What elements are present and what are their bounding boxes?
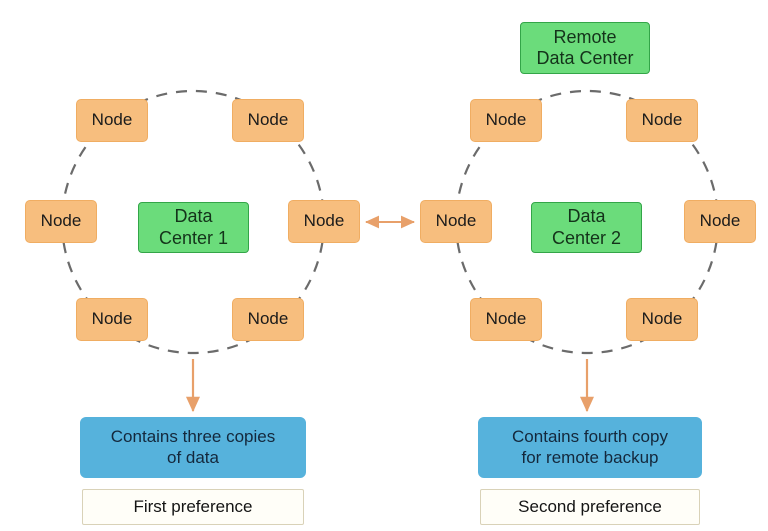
node-dc1-top-left: Node xyxy=(76,99,148,142)
data-center-1-info-box: Contains three copies of data xyxy=(80,417,306,478)
data-center-1-box: Data Center 1 xyxy=(138,202,249,253)
node-dc1-bottom-right: Node xyxy=(232,298,304,341)
data-center-1-preference-box: First preference xyxy=(82,489,304,525)
data-center-2-info-box: Contains fourth copy for remote backup xyxy=(478,417,702,478)
node-dc2-bottom-right: Node xyxy=(626,298,698,341)
data-center-2-box: Data Center 2 xyxy=(531,202,642,253)
node-dc1-left: Node xyxy=(25,200,97,243)
node-dc2-bottom-left: Node xyxy=(470,298,542,341)
node-dc1-top-right: Node xyxy=(232,99,304,142)
node-dc2-left: Node xyxy=(420,200,492,243)
remote-data-center-box: Remote Data Center xyxy=(520,22,650,74)
data-center-2-preference-box: Second preference xyxy=(480,489,700,525)
node-dc1-bottom-left: Node xyxy=(76,298,148,341)
node-dc2-right: Node xyxy=(684,200,756,243)
node-dc1-right: Node xyxy=(288,200,360,243)
node-dc2-top-left: Node xyxy=(470,99,542,142)
node-dc2-top-right: Node xyxy=(626,99,698,142)
